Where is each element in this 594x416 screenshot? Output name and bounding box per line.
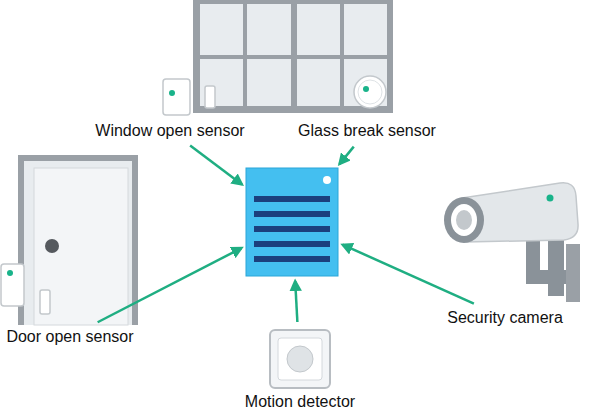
signal-arrow bbox=[190, 146, 242, 185]
hub-figure bbox=[246, 168, 338, 276]
device-name: Glass break sensor bbox=[298, 121, 436, 140]
device-label: Security camera bbox=[443, 306, 567, 329]
door-figure bbox=[1, 155, 138, 325]
device-label: Door open sensor bbox=[2, 325, 138, 348]
camera-figure bbox=[444, 183, 580, 302]
device-name: Security camera bbox=[447, 308, 563, 327]
device-name: Motion detector bbox=[239, 392, 361, 411]
device-label: Window open sensor bbox=[91, 119, 249, 142]
device-name: Door open sensor bbox=[6, 327, 134, 346]
signal-arrow bbox=[339, 147, 353, 164]
window-figure bbox=[163, 0, 393, 115]
device-label: Glass break sensor bbox=[294, 119, 440, 142]
hub-box bbox=[246, 168, 338, 276]
signal-arrow bbox=[98, 248, 242, 322]
device-name: Window open sensor bbox=[95, 121, 245, 140]
signal-arrow bbox=[343, 245, 474, 304]
signal-arrow bbox=[295, 281, 297, 322]
device-label: Motion detector bbox=[235, 328, 365, 413]
motion-detector-figure bbox=[270, 330, 330, 388]
